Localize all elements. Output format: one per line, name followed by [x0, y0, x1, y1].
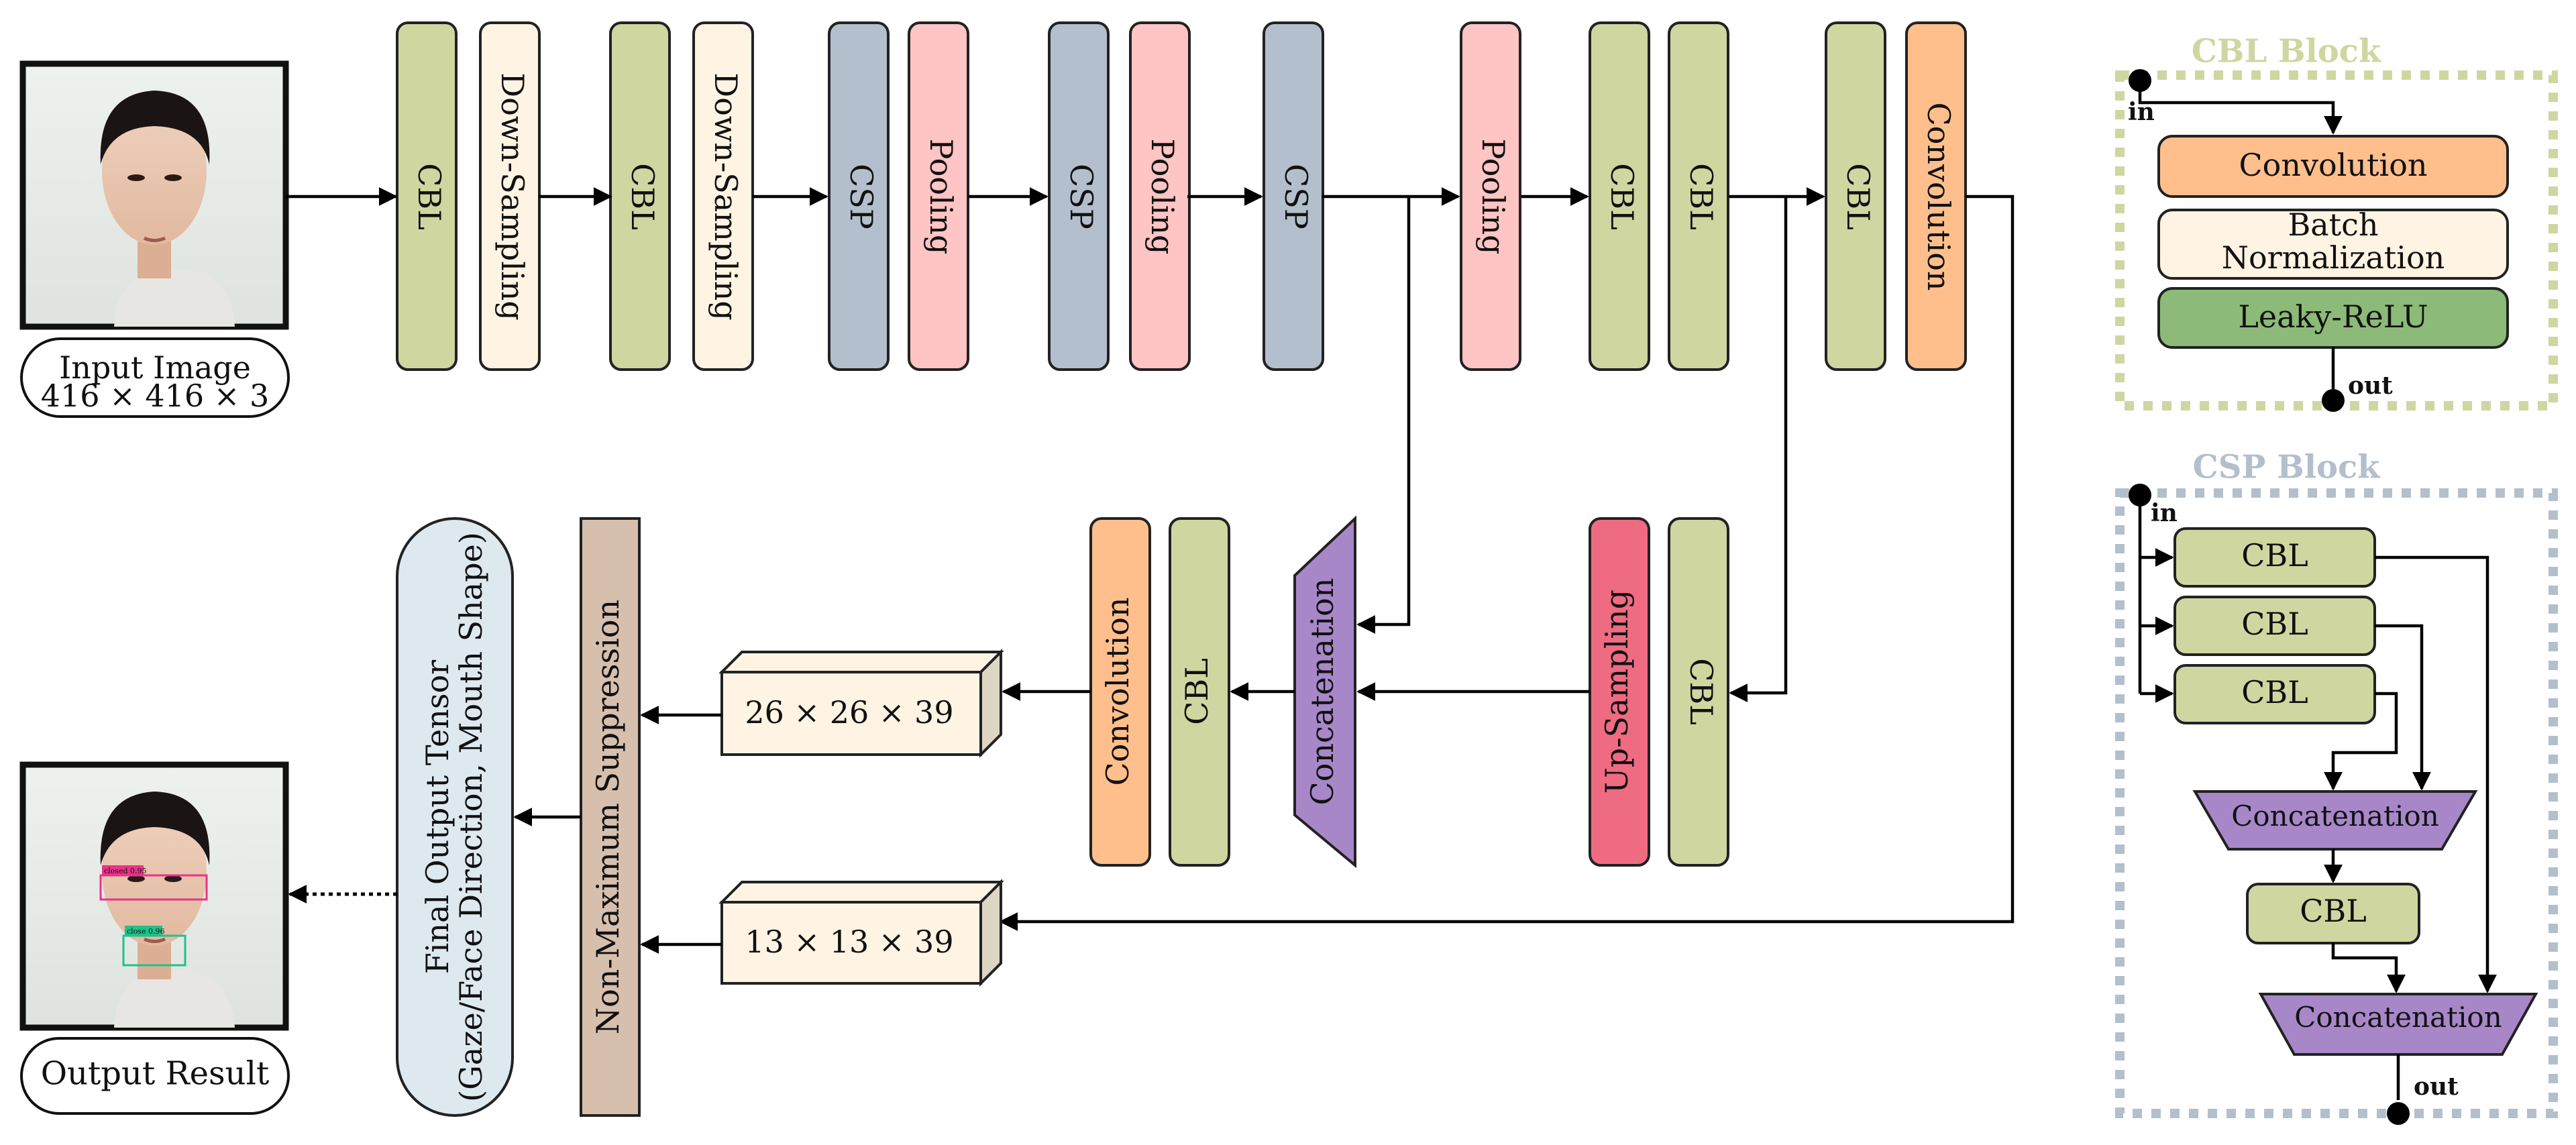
svg-text:Convolution: Convolution	[2239, 147, 2427, 183]
detection-label-eyes: closed 0.95	[104, 867, 147, 875]
backbone-block-label: CSP	[1278, 164, 1314, 229]
input-label-line2: 416 × 416 × 3	[41, 378, 269, 414]
backbone-block-down-sampling-1: Down-Sampling	[479, 21, 541, 371]
svg-text:CBL: CBL	[2241, 537, 2308, 574]
svg-text:Normalization: Normalization	[2222, 239, 2445, 276]
backbone-block-label: Pooling	[1144, 139, 1181, 255]
backbone-block-csp-8: CSP	[1263, 21, 1324, 371]
svg-text:out: out	[2414, 1073, 2459, 1101]
output-label: Output Result	[20, 1037, 290, 1115]
backbone-block-label: Down-Sampling	[494, 72, 531, 321]
backbone-block-csp-6: CSP	[1048, 21, 1110, 371]
svg-text:Non-Maximum Suppression: Non-Maximum Suppression	[590, 600, 626, 1034]
svg-text:Output Result: Output Result	[41, 1055, 269, 1093]
head-cbl2-block: CBL	[1169, 517, 1230, 867]
svg-text:13 × 13 × 39: 13 × 13 × 39	[745, 924, 953, 960]
input-label-line1: Input Image	[59, 349, 251, 386]
svg-text:in: in	[2151, 499, 2178, 527]
backbone-block-cbl-10: CBL	[1589, 21, 1650, 371]
head: Up-Sampling CBL Concatenation CBL Convol…	[396, 515, 1729, 1117]
svg-text:Concatenation: Concatenation	[2231, 800, 2439, 832]
backbone-block-label: CBL	[411, 163, 447, 230]
svg-text:CBL: CBL	[2241, 674, 2308, 710]
svg-text:Final Output Tensor: Final Output Tensor	[419, 660, 455, 974]
backbone-block-pooling-9: Pooling	[1460, 21, 1521, 371]
svg-text:Concatenation: Concatenation	[1304, 578, 1340, 806]
svg-text:Leaky-ReLU: Leaky-ReLU	[2238, 298, 2428, 335]
backbone-block-cbl-2: CBL	[609, 21, 671, 371]
csp-block-legend: CSP Block in CBL CBL CBL Concatenation C…	[2115, 449, 2558, 1125]
concatenation-block: Concatenation	[1293, 515, 1356, 869]
detection-label-mouth: close 0.96	[127, 927, 164, 936]
backbone-connectors	[286, 187, 2015, 931]
svg-text:26 × 26 × 39: 26 × 26 × 39	[745, 694, 953, 730]
svg-text:CBL: CBL	[1179, 658, 1215, 725]
backbone-block-pooling-7: Pooling	[1129, 21, 1191, 371]
svg-text:Up-Sampling: Up-Sampling	[1599, 590, 1635, 794]
backbone-block-label: CBL	[1604, 163, 1640, 230]
output-image: closed 0.95 close 0.96	[19, 761, 289, 1031]
backbone-block-cbl-0: CBL	[396, 21, 458, 371]
backbone-block-label: CSP	[1063, 164, 1099, 229]
svg-text:CBL: CBL	[2241, 606, 2308, 642]
cbl-block-title: CBL Block	[2192, 33, 2382, 70]
backbone-block-label: Convolution	[1921, 102, 1957, 290]
backbone-block-pooling-5: Pooling	[908, 21, 969, 371]
backbone-block-label: CBL	[625, 163, 661, 230]
backbone-block-cbl-12: CBL	[1825, 21, 1886, 371]
cbl-block-legend: CBL Block in Convolution Batch Normaliza…	[2115, 33, 2558, 412]
svg-text:CBL: CBL	[1683, 658, 1719, 725]
head-cbl-block: CBL	[1668, 517, 1729, 867]
backbone-block-label: Pooling	[923, 139, 959, 255]
backbone-block-label: CSP	[843, 164, 879, 229]
backbone-block-label: CBL	[1840, 163, 1876, 230]
backbone-block-csp-4: CSP	[828, 21, 890, 371]
input-image	[19, 60, 289, 330]
head-connectors	[288, 682, 1590, 954]
backbone-block-cbl-11: CBL	[1668, 21, 1729, 371]
svg-text:Concatenation: Concatenation	[2294, 1001, 2502, 1034]
input-label: Input Image 416 × 416 × 3	[20, 337, 290, 418]
csp-block-title: CSP Block	[2193, 449, 2381, 486]
final-output-block: Final Output Tensor (Gaze/Face Direction…	[396, 517, 514, 1117]
svg-text:Batch: Batch	[2288, 207, 2378, 243]
svg-text:CBL: CBL	[2300, 893, 2367, 929]
backbone-block-label: CBL	[1683, 163, 1719, 230]
tensor-26-block: 26 × 26 × 39	[718, 649, 1004, 758]
head-convolution-block: Convolution	[1089, 517, 1151, 867]
svg-text:out: out	[2348, 372, 2393, 400]
backbone-block-down-sampling-3: Down-Sampling	[692, 21, 754, 371]
backbone-block-label: Pooling	[1475, 139, 1511, 255]
detection-box-eyes	[99, 874, 208, 901]
nms-block: Non-Maximum Suppression	[580, 517, 641, 1117]
tensor-13-block: 13 × 13 × 39	[718, 879, 1004, 987]
backbone-block-label: Down-Sampling	[708, 72, 744, 321]
svg-text:Convolution: Convolution	[1099, 597, 1136, 785]
backbone-block-convolution-13: Convolution	[1905, 21, 1967, 371]
upsampling-block: Up-Sampling	[1589, 517, 1650, 867]
svg-text:(Gaze/Face Direction, Mouth Sh: (Gaze/Face Direction, Mouth Shape)	[453, 532, 489, 1102]
